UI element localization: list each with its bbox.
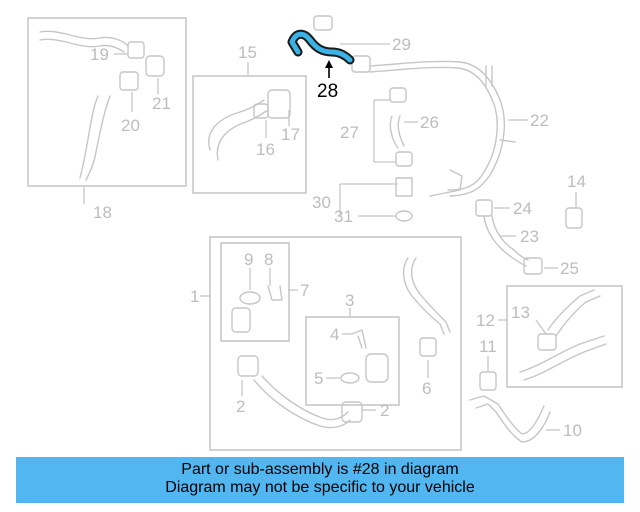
info-banner: Part or sub-assembly is #28 in diagram D… [16, 457, 624, 503]
callout-15: 15 [238, 43, 257, 62]
callout-22: 22 [530, 111, 549, 130]
parts-diagram: 28 1 2 2 3 4 5 6 7 8 9 10 11 12 13 14 15… [27, 15, 623, 451]
banner-line-2: Diagram may not be specific to your vehi… [165, 479, 475, 496]
callout-3: 3 [345, 291, 354, 310]
callout-23: 23 [520, 227, 539, 246]
callout-25: 25 [560, 259, 579, 278]
group-right-hose [475, 192, 583, 275]
callout-14: 14 [567, 172, 586, 191]
callout-9: 9 [244, 250, 253, 269]
callout-10: 10 [563, 421, 582, 440]
callout-6: 6 [422, 379, 431, 398]
callout-27: 27 [340, 123, 359, 142]
banner-line-1: Part or sub-assembly is #28 in diagram [181, 461, 459, 478]
group-18 [27, 17, 187, 204]
callout-19: 19 [90, 45, 109, 64]
callout-16: 16 [256, 140, 275, 159]
group-1 [200, 236, 462, 451]
callout-2: 2 [236, 397, 245, 416]
callout-30: 30 [312, 193, 331, 212]
callout-8: 8 [264, 250, 273, 269]
callout-11: 11 [479, 337, 497, 356]
callout-1: 1 [190, 287, 199, 306]
callout-24: 24 [513, 199, 532, 218]
callout-31: 31 [334, 207, 353, 226]
group-upper-right [313, 15, 528, 222]
group-12 [469, 285, 623, 443]
callout-21: 21 [152, 94, 171, 113]
callout-7: 7 [300, 281, 309, 300]
group-15 [192, 62, 307, 194]
callout-28: 28 [317, 60, 338, 102]
highlighted-part-28[interactable] [287, 29, 355, 65]
callout-12: 12 [476, 311, 495, 330]
callout-18: 18 [93, 203, 112, 222]
callout-26: 26 [420, 113, 439, 132]
callout-labels: 1 2 2 3 4 5 6 7 8 9 10 11 12 13 14 15 16… [90, 35, 586, 440]
callout-4: 4 [330, 325, 339, 344]
callout-13: 13 [511, 303, 530, 322]
callout-number-28: 28 [317, 81, 338, 102]
callout-29: 29 [392, 35, 411, 54]
callout-2b: 2 [380, 401, 389, 420]
callout-17: 17 [281, 125, 300, 144]
callout-5: 5 [314, 369, 323, 388]
callout-20: 20 [121, 116, 140, 135]
